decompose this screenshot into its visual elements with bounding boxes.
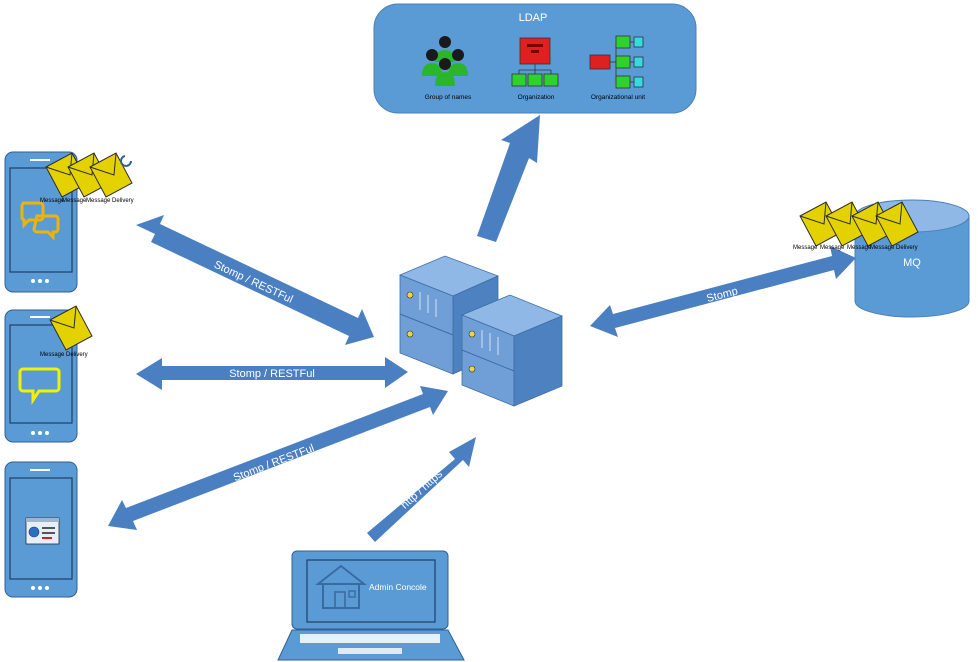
server-icon [398, 255, 564, 407]
org-unit-icon [589, 35, 644, 89]
connection-arrows [108, 115, 856, 542]
phone3-arrow [108, 386, 448, 530]
phone-device-2: Message Delivery [4, 305, 93, 443]
chat-bubble-icon [18, 367, 61, 405]
phone-device-1: Message Message Message Delivery [4, 151, 134, 293]
phone-device-3 [4, 461, 78, 598]
message-badge-label: Message Delivery [870, 245, 918, 251]
phone2-arrow [136, 357, 408, 390]
ldap-title: LDAP [519, 12, 548, 24]
org-chart-icon [511, 37, 559, 87]
phone2-connection-label: Stomp / RESTFul [229, 368, 315, 380]
sync-icon [120, 155, 132, 167]
message-badge-label: Message [820, 245, 845, 251]
ldap-panel: LDAP Group of names Organiz [373, 3, 697, 114]
mq-arrow [590, 246, 856, 337]
envelope-icon [45, 152, 133, 198]
message-badge-label: Message Delivery [86, 198, 134, 204]
ldap-item-label: Group of names [425, 94, 472, 101]
house-icon [315, 564, 367, 609]
admin-laptop: Admin Concole [277, 550, 465, 661]
message-badge-label: Message [40, 198, 65, 204]
people-group-icon [422, 36, 468, 86]
ldap-arrow [477, 115, 540, 242]
admin-connection-label: http / https [399, 468, 446, 512]
mq-connection-label: Stomp [705, 285, 739, 305]
admin-console-label: Admin Concole [369, 582, 427, 592]
chat-bubbles-icon [20, 201, 60, 241]
browser-app-icon [25, 517, 60, 545]
message-badge-label: Message [847, 245, 872, 251]
ldap-item-label: Organizational unit [591, 94, 645, 101]
message-badge-label: Message [62, 198, 87, 204]
phone1-arrow [136, 215, 374, 345]
mq-database: MQ Message Message Message Message Deliv… [793, 199, 970, 318]
ldap-item-label: Organization [518, 94, 555, 101]
admin-arrow [367, 437, 476, 542]
message-badge-label: Message Delivery [40, 352, 88, 358]
mq-label: MQ [903, 257, 921, 269]
message-badge-label: Message [793, 245, 818, 251]
